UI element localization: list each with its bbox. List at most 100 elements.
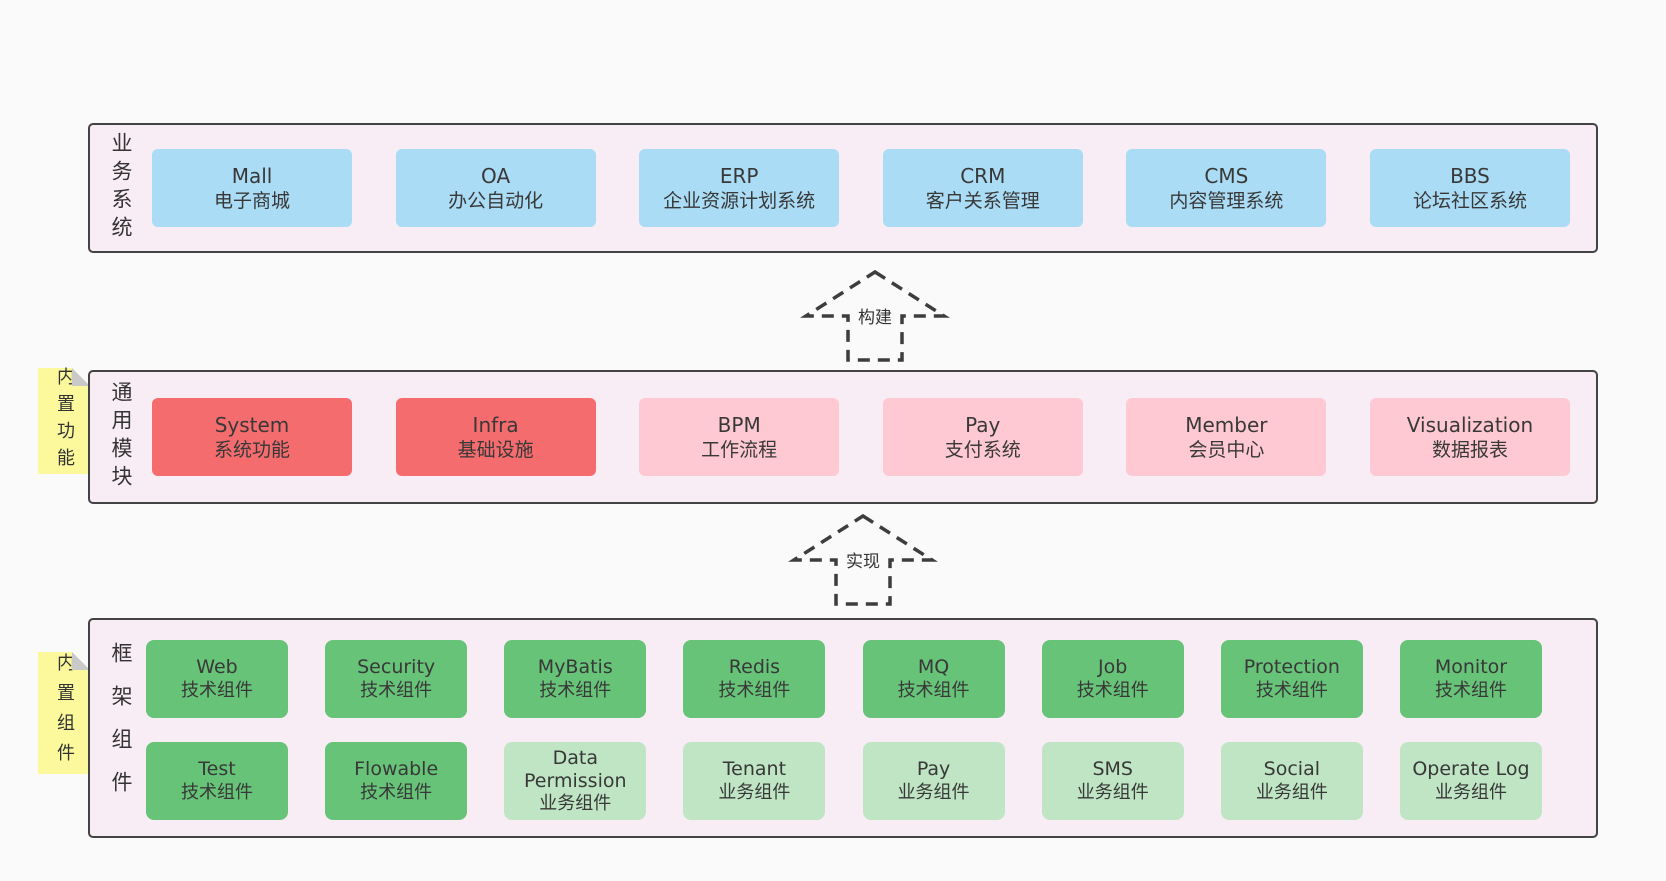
box-title: Test xyxy=(198,758,236,781)
box-flowable: Flowable 技术组件 xyxy=(325,742,468,820)
box-title: Web xyxy=(196,656,238,679)
box-security: Security 技术组件 xyxy=(325,640,468,718)
build-arrow: 构建 xyxy=(800,268,950,366)
box-title: Job xyxy=(1098,656,1128,679)
note-label: 内置组件 xyxy=(54,653,75,773)
box-title: MQ xyxy=(917,656,950,679)
build-arrow-label: 构建 xyxy=(854,302,896,329)
box-subtitle: 工作流程 xyxy=(701,438,778,461)
box-mybatis: MyBatis 技术组件 xyxy=(504,640,647,718)
dashed-up-arrow-icon xyxy=(800,269,950,362)
section-business-systems: 业务系统 Mall 电子商城 OA 办公自动化 ERP 企业资源计划系统 CRM… xyxy=(88,123,1598,253)
box-infra: Infra 基础设施 xyxy=(395,398,596,476)
box-subtitle: 业务组件 xyxy=(1076,781,1149,803)
box-subtitle: 技术组件 xyxy=(360,781,433,803)
box-title: Pay xyxy=(916,758,951,781)
dashed-up-arrow-icon xyxy=(788,513,938,606)
box-title: Pay xyxy=(965,412,1001,437)
box-title: Security xyxy=(357,656,436,679)
box-subtitle: 系统功能 xyxy=(213,438,290,461)
box-protection: Protection 技术组件 xyxy=(1220,640,1363,718)
built-in-functions-note: 内置功能 xyxy=(38,367,90,475)
box-redis: Redis 技术组件 xyxy=(683,640,826,718)
box-mq: MQ 技术组件 xyxy=(862,640,1005,718)
box-title: Data Permission xyxy=(524,746,627,793)
box-subtitle: 内容管理系统 xyxy=(1169,189,1284,212)
framework-box-row-2: Test 技术组件 Flowable 技术组件 Data Permission … xyxy=(146,742,1542,820)
box-data-permission: Data Permission 业务组件 xyxy=(504,742,647,820)
box-title: OA xyxy=(481,163,511,188)
box-title: BBS xyxy=(1450,163,1490,188)
section-framework-label: 框架组件 xyxy=(109,642,133,814)
box-crm: CRM 客户关系管理 xyxy=(882,149,1083,227)
box-cms: CMS 内容管理系统 xyxy=(1126,149,1327,227)
box-title: CRM xyxy=(960,163,1006,188)
box-subtitle: 技术组件 xyxy=(1076,679,1149,701)
section-common-modules: 通用模块 System 系统功能 Infra 基础设施 BPM 工作流程 Pay… xyxy=(88,370,1598,504)
box-bbs: BBS 论坛社区系统 xyxy=(1369,149,1570,227)
box-subtitle: 技术组件 xyxy=(1255,679,1328,701)
box-monitor: Monitor 技术组件 xyxy=(1399,640,1542,718)
implement-arrow-label: 实现 xyxy=(842,546,884,573)
box-title: Protection xyxy=(1243,656,1340,679)
modules-box-row: System 系统功能 Infra 基础设施 BPM 工作流程 Pay 支付系统… xyxy=(152,372,1570,502)
box-title: Member xyxy=(1185,412,1268,437)
box-title: BPM xyxy=(717,412,761,437)
box-subtitle: 业务组件 xyxy=(1434,781,1507,803)
business-box-row: Mall 电子商城 OA 办公自动化 ERP 企业资源计划系统 CRM 客户关系… xyxy=(152,125,1570,251)
box-title: Redis xyxy=(728,656,781,679)
box-subtitle: 办公自动化 xyxy=(448,189,544,212)
section-framework-components: 框架组件 Web 技术组件 Security 技术组件 MyBatis 技术组件… xyxy=(88,618,1598,838)
box-title: Social xyxy=(1263,758,1321,781)
box-subtitle: 基础设施 xyxy=(457,438,534,461)
box-title: System xyxy=(214,412,290,437)
box-subtitle: 技术组件 xyxy=(718,679,791,701)
box-bpm: BPM 工作流程 xyxy=(639,398,840,476)
box-subtitle: 会员中心 xyxy=(1188,438,1265,461)
box-subtitle: 论坛社区系统 xyxy=(1412,189,1527,212)
implement-arrow: 实现 xyxy=(788,512,938,610)
box-subtitle: 技术组件 xyxy=(1434,679,1507,701)
box-operate-log: Operate Log 业务组件 xyxy=(1399,742,1542,820)
box-title: SMS xyxy=(1092,758,1133,781)
box-subtitle: 数据报表 xyxy=(1431,438,1508,461)
section-business-label: 业务系统 xyxy=(109,132,133,244)
box-member: Member 会员中心 xyxy=(1126,398,1327,476)
box-visualization: Visualization 数据报表 xyxy=(1369,398,1570,476)
box-test: Test 技术组件 xyxy=(146,742,288,820)
box-title: Infra xyxy=(472,412,519,437)
box-subtitle: 技术组件 xyxy=(539,679,612,701)
box-system: System 系统功能 xyxy=(152,398,352,476)
box-job: Job 技术组件 xyxy=(1041,640,1184,718)
box-web: Web 技术组件 xyxy=(146,640,288,718)
box-subtitle: 技术组件 xyxy=(181,781,253,803)
box-subtitle: 业务组件 xyxy=(539,793,612,815)
box-title: MyBatis xyxy=(537,656,613,679)
box-subtitle: 业务组件 xyxy=(897,781,970,803)
box-title: Flowable xyxy=(354,758,439,781)
box-title: Monitor xyxy=(1434,656,1508,679)
box-subtitle: 技术组件 xyxy=(360,679,433,701)
section-modules-label: 通用模块 xyxy=(109,381,133,493)
box-tenant: Tenant 业务组件 xyxy=(683,742,826,820)
box-subtitle: 技术组件 xyxy=(181,679,253,701)
box-pay-biz: Pay 业务组件 xyxy=(862,742,1005,820)
framework-box-row-1: Web 技术组件 Security 技术组件 MyBatis 技术组件 Redi… xyxy=(146,640,1542,718)
box-oa: OA 办公自动化 xyxy=(395,149,596,227)
box-title: CMS xyxy=(1204,163,1249,188)
box-title: Visualization xyxy=(1406,412,1534,437)
box-mall: Mall 电子商城 xyxy=(152,149,352,227)
box-pay: Pay 支付系统 xyxy=(882,398,1083,476)
box-subtitle: 电子商城 xyxy=(213,189,290,212)
box-subtitle: 客户关系管理 xyxy=(925,189,1040,212)
note-label: 内置功能 xyxy=(54,367,75,475)
box-title: ERP xyxy=(719,163,759,188)
box-subtitle: 企业资源计划系统 xyxy=(663,189,816,212)
box-sms: SMS 业务组件 xyxy=(1041,742,1184,820)
box-title: Tenant xyxy=(722,758,787,781)
box-social: Social 业务组件 xyxy=(1220,742,1363,820)
box-title: Operate Log xyxy=(1412,758,1530,781)
box-subtitle: 技术组件 xyxy=(897,679,970,701)
built-in-components-note: 内置组件 xyxy=(38,652,90,774)
box-subtitle: 业务组件 xyxy=(1255,781,1328,803)
